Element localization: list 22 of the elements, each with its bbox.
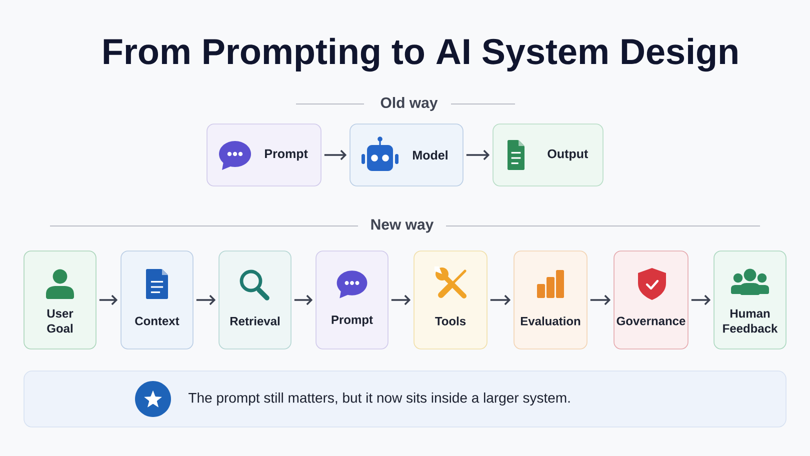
title: From Prompting to AI System Design: [104, 38, 738, 72]
step-box: Prompt: [316, 250, 388, 350]
section-heading: New way: [371, 219, 434, 233]
arrow: [466, 150, 490, 160]
arrow: [99, 294, 118, 306]
arrow: [490, 294, 511, 306]
arrow: [391, 294, 411, 306]
step-box: Governance: [614, 250, 688, 350]
arrow: [590, 294, 611, 306]
process-box: Prompt: [206, 124, 322, 186]
step-box: User Goal: [24, 250, 96, 350]
arrow: [196, 294, 216, 306]
arrow: [294, 294, 313, 306]
step-box: Tools: [414, 250, 488, 350]
process-box: Output: [492, 124, 604, 186]
step-box: Context: [120, 250, 194, 350]
step-box: Human Feedback: [714, 250, 786, 350]
note-banner: The prompt still matters, but it now sits inside a larger system.: [24, 370, 786, 428]
step-box: Retrieval: [218, 250, 292, 350]
step-box: Evaluation: [514, 250, 588, 350]
arrow: [324, 150, 347, 160]
arrow: [691, 294, 711, 306]
